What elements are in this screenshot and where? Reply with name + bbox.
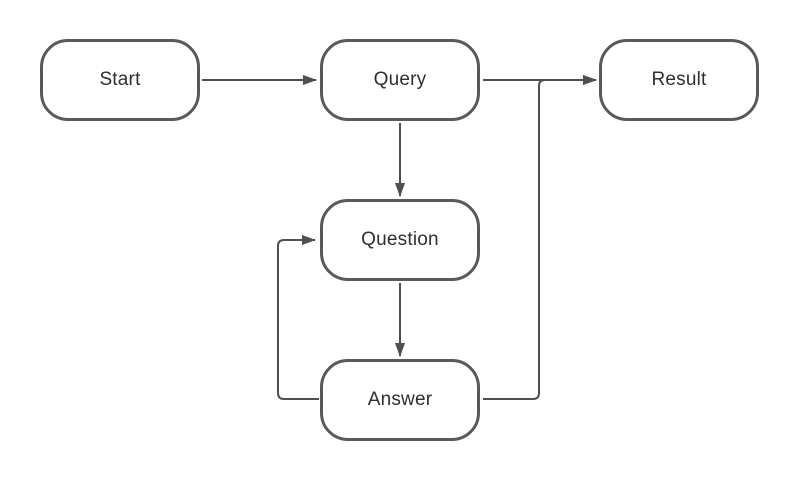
node-start[interactable]: Start xyxy=(40,39,200,121)
node-question[interactable]: Question xyxy=(320,199,480,281)
node-query-label: Query xyxy=(373,69,427,90)
node-answer[interactable]: Answer xyxy=(320,359,480,441)
node-query[interactable]: Query xyxy=(320,39,480,121)
node-result[interactable]: Result xyxy=(599,39,759,121)
node-answer-label: Answer xyxy=(367,389,433,410)
node-result-label: Result xyxy=(651,69,707,90)
edge-answer-question[interactable] xyxy=(277,235,319,400)
edge-answer-result[interactable] xyxy=(483,75,597,400)
node-start-label: Start xyxy=(99,69,141,90)
node-question-label: Question xyxy=(361,229,439,250)
